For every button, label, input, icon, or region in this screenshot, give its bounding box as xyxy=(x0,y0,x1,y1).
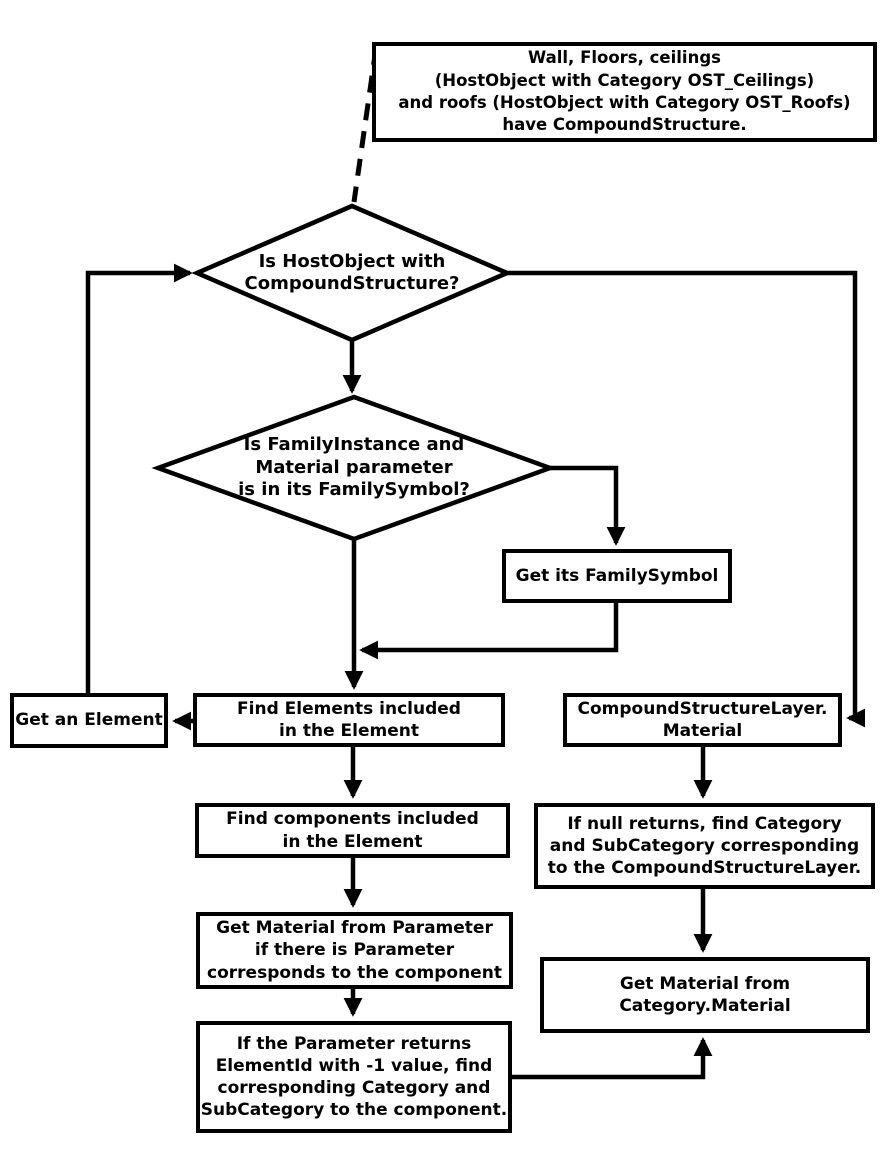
node-compound-structure-layer: CompoundStructureLayer. Material xyxy=(563,693,842,747)
node-get-material-from-category: Get Material from Category.Material xyxy=(540,957,870,1033)
decision-family-instance-shape xyxy=(151,394,557,542)
note-compound-structure: Wall, Floors, ceilings (HostObject with … xyxy=(372,42,877,142)
edge-if-param-returns-to-get-material-category xyxy=(512,1037,713,1080)
edge-get-family-symbol-to-merge xyxy=(359,603,619,660)
node-get-family-symbol: Get its FamilySymbol xyxy=(502,549,732,603)
edge-decision2-to-get-family-symbol xyxy=(550,465,626,546)
decision-family-instance-label: Is FamilyInstance and Material parameter… xyxy=(238,434,470,501)
edge-get-an-element-to-decision1 xyxy=(85,263,193,693)
node-find-components: Find components included in the Element xyxy=(195,803,510,858)
edge-decision1-to-compound-layer xyxy=(507,270,866,728)
node-get-an-element: Get an Element xyxy=(10,693,168,748)
decision-compound-structure-shape xyxy=(191,203,513,343)
node-if-null-returns: If null returns, find Category and SubCa… xyxy=(534,803,875,889)
node-find-elements: Find Elements included in the Element xyxy=(193,693,505,747)
decision-compound-structure-label: Is HostObject with CompoundStructure? xyxy=(244,250,460,295)
node-get-material-from-parameter: Get Material from Parameter if there is … xyxy=(196,912,513,989)
node-if-parameter-returns: If the Parameter returns ElementId with … xyxy=(196,1021,512,1133)
